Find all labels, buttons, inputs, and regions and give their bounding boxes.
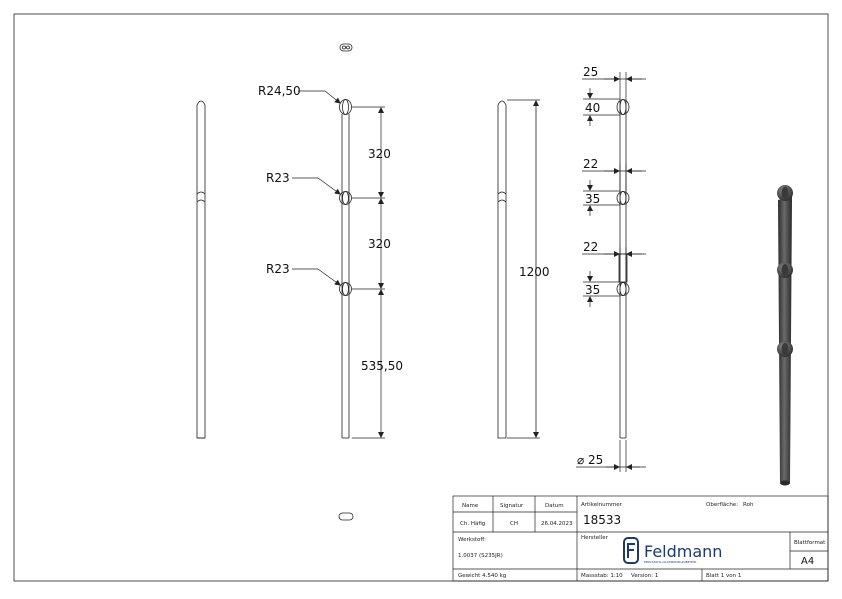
dim-535-50: 535,50 — [361, 359, 403, 373]
logo-text: Feldmann — [644, 542, 722, 561]
dim-35-upper: 35 — [585, 192, 600, 206]
front-view-rod — [339, 99, 352, 439]
tb-name-label: Name — [462, 503, 479, 509]
radius-label-top: R24,50 — [258, 84, 301, 98]
top-view-symbol — [339, 43, 353, 52]
radius-label-low: R23 — [266, 262, 290, 276]
tb-artikel-label: Artikelnummer — [581, 502, 623, 508]
tb-massstab: Massstab: 1:10 — [581, 573, 623, 579]
tb-artikel-value: 18533 — [583, 513, 621, 527]
sheet-border — [13, 13, 829, 582]
length-view-rod — [497, 99, 540, 439]
tb-hersteller-label: Hersteller — [581, 535, 609, 541]
detail-dimensions — [576, 72, 646, 472]
tb-blattformat-label: Blattformat — [794, 540, 826, 546]
logo-subtext: EDELSTAHL-/ALUMINIUM-ZUBEHÖR — [644, 559, 696, 564]
tb-werkstoff-label: Werkstoff: — [458, 537, 486, 543]
radius-leaders — [292, 90, 341, 286]
detail-view-rod — [616, 99, 630, 439]
dim-35-lower: 35 — [585, 283, 600, 297]
tb-gewicht: Gewicht 4.540 kg — [458, 573, 506, 579]
radius-label-mid: R23 — [266, 171, 290, 185]
dim-22-lower: 22 — [583, 240, 598, 254]
dim-22-upper: 22 — [583, 157, 598, 171]
tb-name-value: Ch. Häfig — [460, 521, 485, 527]
tb-blattformat-value: A4 — [801, 556, 814, 567]
tb-blatt: Blatt 1 von 1 — [706, 573, 741, 579]
tb-oberflaeche-label: Oberfläche: — [706, 502, 738, 508]
title-block — [452, 495, 829, 582]
tb-signatur-label: Signatur — [500, 503, 524, 509]
feldmann-logo: Feldmann EDELSTAHL-/ALUMINIUM-ZUBEHÖR — [623, 537, 722, 564]
dim-320-lower: 320 — [368, 237, 391, 251]
vertical-dimension-chain — [352, 106, 385, 439]
dim-diameter: ⌀ 25 — [577, 453, 603, 467]
dim-25: 25 — [583, 65, 598, 79]
tb-werkstoff-value: 1.0037 (S235JR) — [458, 553, 503, 559]
isometric-render — [777, 185, 793, 486]
dim-40: 40 — [585, 101, 600, 115]
tb-signatur-value: CH — [510, 521, 518, 527]
bottom-view-symbol — [338, 512, 354, 521]
dim-1200: 1200 — [519, 265, 550, 279]
tb-datum-value: 26.04.2023 — [541, 521, 573, 527]
side-view-rod — [196, 100, 206, 439]
tb-datum-label: Datum — [545, 503, 564, 509]
tb-version: Version: 1 — [631, 573, 658, 579]
tb-oberflaeche-value: Roh — [743, 502, 754, 508]
dim-320-upper: 320 — [368, 147, 391, 161]
